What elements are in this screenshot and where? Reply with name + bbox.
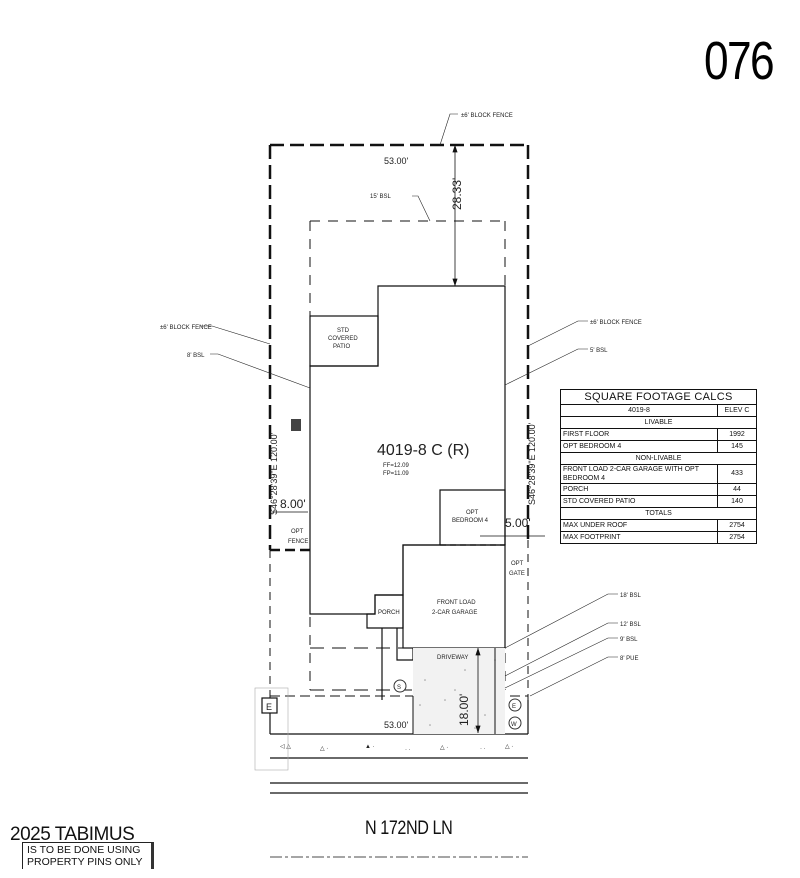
leader-lines <box>200 113 618 697</box>
note-line-1: IS TO BE DONE USING <box>27 844 141 856</box>
utility-frame <box>254 687 289 771</box>
note-line-2: PROPERTY PINS ONLY <box>27 856 143 868</box>
callout-12-bsl: 12' BSL <box>620 622 641 628</box>
row-value: 44 <box>717 483 757 496</box>
svg-text:△ ·: △ · <box>505 744 513 750</box>
callout-9-bsl: 9' BSL <box>620 637 638 643</box>
row-value: 2754 <box>717 519 757 532</box>
svg-text:△ ·: △ · <box>320 746 328 752</box>
dimension-lines <box>272 144 545 734</box>
row-label: MAX UNDER ROOF <box>560 519 718 532</box>
row-label: MAX FOOTPRINT <box>560 531 718 544</box>
row-value: 433 <box>717 464 757 484</box>
opt-gate-label-2: GATE <box>509 571 525 577</box>
street-lines <box>270 782 528 858</box>
left-bearing-dim: S46°28'39"E 120.00' <box>269 432 279 515</box>
row-value: 2754 <box>717 531 757 544</box>
driveway-depth-dim: 18.00' <box>457 694 471 726</box>
front-width-dim: 53.00' <box>384 720 409 730</box>
street-name: N 172ND LN <box>365 818 453 839</box>
date-stamp: 2025 TABIMUS <box>10 824 135 845</box>
sidewalk: ◁ △ △ · ▲ · · · △ · · · △ · <box>270 744 528 759</box>
rear-setback-dim: 28.33' <box>450 178 464 210</box>
table-elevation: ELEV C <box>717 404 757 417</box>
svg-text:· ·: · · <box>405 747 411 753</box>
row-label: STD COVERED PATIO <box>560 495 718 508</box>
row-label: OPT BEDROOM 4 <box>560 440 718 453</box>
model-label: 4019-8 C (R) <box>377 442 469 459</box>
callout-18-bsl: 18' BSL <box>620 593 641 599</box>
electric-marker: E <box>512 704 516 710</box>
water-marker: W <box>511 722 517 728</box>
property-boundary <box>268 143 530 735</box>
svg-text:· ·: · · <box>480 746 486 752</box>
table-row: FRONT LOAD 2-CAR GARAGE WITH OPT BEDROOM… <box>560 464 757 484</box>
patio-label-1: STD <box>337 328 350 334</box>
svg-text:▲ ·: ▲ · <box>365 744 375 750</box>
row-label: FIRST FLOOR <box>560 428 718 441</box>
fp-elevation: FP=11.09 <box>383 471 409 477</box>
callout-left-bsl: 8' BSL <box>187 353 205 359</box>
rear-width-dim: 53.00' <box>384 156 409 166</box>
svg-text:△ ·: △ · <box>440 745 448 751</box>
opt-bedroom-label-2: BEDROOM 4 <box>452 518 489 524</box>
ff-elevation: FF=12.09 <box>383 463 410 469</box>
callout-rear-bsl: 15' BSL <box>370 194 391 200</box>
sewer-marker: S <box>397 685 401 691</box>
callout-8-pue: 8' PUE <box>620 656 639 662</box>
row-value: 1992 <box>717 428 757 441</box>
row-value: 140 <box>717 495 757 508</box>
lot-number: 076 <box>704 31 775 91</box>
section-header-livable: LIVABLE <box>560 416 757 429</box>
table-title: SQUARE FOOTAGE CALCS <box>560 389 757 405</box>
patio-label-3: PATIO <box>333 344 350 350</box>
left-setback-dim: 8.00' <box>280 497 306 511</box>
garage-label-1: FRONT LOAD <box>437 600 476 606</box>
row-label: FRONT LOAD 2-CAR GARAGE WITH OPT BEDROOM… <box>560 464 718 484</box>
callout-block-fence-top: ±6' BLOCK FENCE <box>461 113 513 119</box>
opt-fence-label-2: FENCE <box>288 539 308 545</box>
utility-markers <box>393 679 522 730</box>
svg-text:◁ △: ◁ △ <box>280 744 291 750</box>
section-header-non-livable: NON-LIVABLE <box>560 452 757 465</box>
opt-fence-label-1: OPT <box>291 529 304 535</box>
staking-note: IS TO BE DONE USING PROPERTY PINS ONLY <box>22 842 154 869</box>
callout-block-fence-left: ±6' BLOCK FENCE <box>160 325 212 331</box>
callout-right-bsl: 5' BSL <box>590 348 608 354</box>
electric-box <box>261 697 278 714</box>
electric-box-label: E <box>266 702 272 712</box>
callout-block-fence-right: ±6' BLOCK FENCE <box>590 320 642 326</box>
meter-icon <box>291 419 301 431</box>
right-setback-dim: 5.00' <box>505 516 531 530</box>
square-footage-table: SQUARE FOOTAGE CALCS 4019-8 ELEV C LIVAB… <box>560 389 757 544</box>
table-plan: 4019-8 <box>560 404 718 417</box>
section-header-totals: TOTALS <box>560 507 757 520</box>
garage-label-2: 2-CAR GARAGE <box>432 610 477 616</box>
patio-label-2: COVERED <box>328 336 358 342</box>
row-label: PORCH <box>560 483 718 496</box>
opt-gate-label-1: OPT <box>511 561 524 567</box>
driveway-label: DRIVEWAY <box>437 655 468 661</box>
driveway-area <box>413 648 505 734</box>
opt-bedroom-label-1: OPT <box>466 510 479 516</box>
row-value: 145 <box>717 440 757 453</box>
right-bearing-dim: S46°28'39"E 120.00' <box>527 422 537 505</box>
porch-label: PORCH <box>378 610 400 616</box>
